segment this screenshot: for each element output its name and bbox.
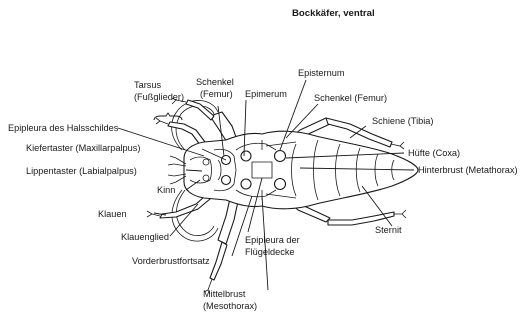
label-tarsus-sub: (Fußglieder) bbox=[134, 92, 184, 102]
label-tarsus: Tarsus bbox=[134, 80, 161, 90]
label-epipleura-fluegel-sub: Flügeldecke bbox=[245, 247, 295, 257]
label-mittelbrust: Mittelbrust bbox=[203, 289, 246, 299]
label-schenkel-left-sub: (Femur) bbox=[200, 89, 233, 99]
label-hinterbrust: Hinterbrust (Metathorax) bbox=[418, 165, 518, 175]
label-klauenglied: Klauenglied bbox=[121, 232, 169, 242]
label-epimerum: Epimerum bbox=[245, 89, 287, 99]
label-schiene: Schiene (Tibia) bbox=[372, 116, 433, 126]
label-epipleura-halsschild: Epipleura des Halsschildes bbox=[8, 123, 119, 133]
label-klauen: Klauen bbox=[98, 209, 127, 219]
label-mittelbrust-sub: (Mesothorax) bbox=[203, 301, 257, 311]
diagram-title: Bockkäfer, ventral bbox=[292, 8, 375, 19]
label-schenkel-right: Schenkel (Femur) bbox=[314, 93, 387, 103]
label-lippentaster: Lippentaster (Labialpalpus) bbox=[26, 166, 137, 176]
label-episternum: Episternum bbox=[298, 68, 345, 78]
label-sternit: Sternit bbox=[375, 225, 402, 235]
label-schenkel-left: Schenkel bbox=[196, 77, 234, 87]
label-vorderbrust: Vorderbrustfortsatz bbox=[132, 256, 210, 266]
label-epipleura-fluegel: Epipleura der bbox=[245, 235, 300, 245]
label-kinn: Kinn bbox=[157, 185, 175, 195]
label-kiefertaster: Kiefertaster (Maxillarpalpus) bbox=[26, 143, 140, 153]
label-huefte: Hüfte (Coxa) bbox=[408, 148, 460, 158]
